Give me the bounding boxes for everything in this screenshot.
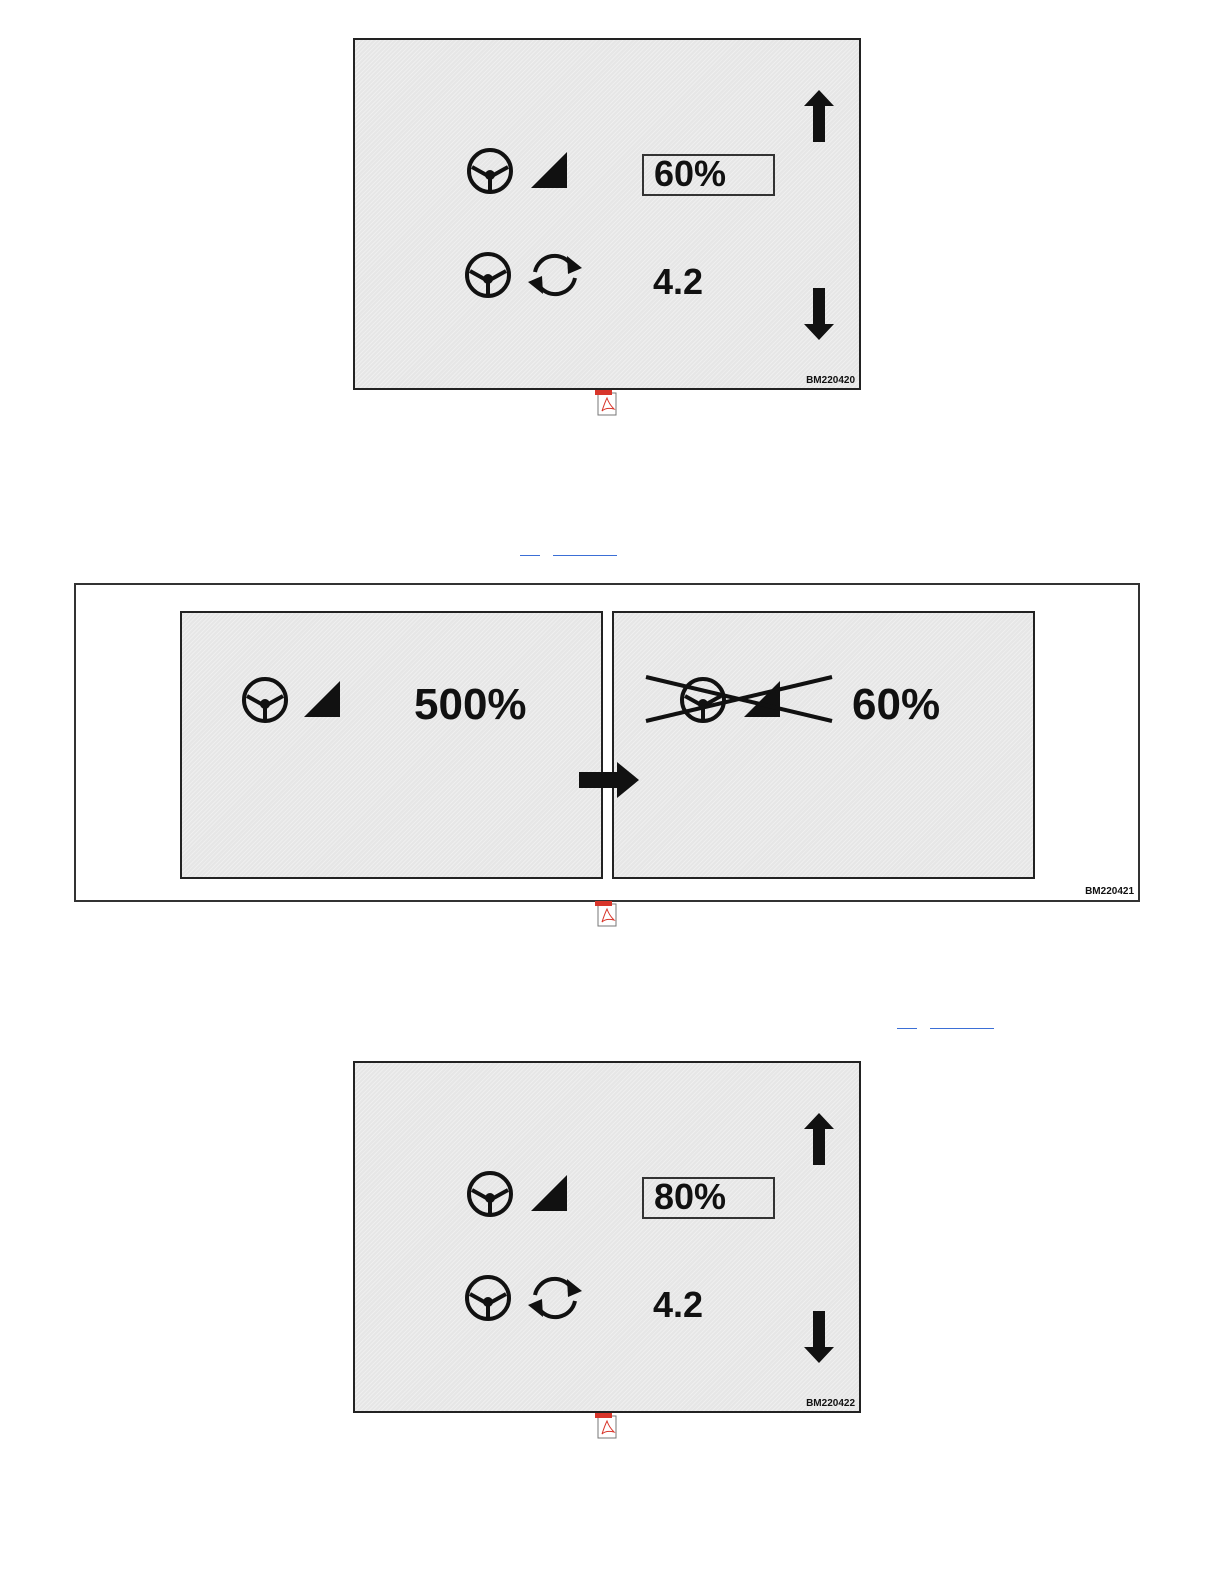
link-underline[interactable] xyxy=(930,1028,994,1029)
steering-wheel-icon xyxy=(240,675,290,725)
value-box-row1: 80% xyxy=(642,1177,775,1219)
pdf-icon[interactable] xyxy=(595,901,619,927)
cross-out-icon xyxy=(644,673,834,725)
link-underline[interactable] xyxy=(553,555,617,556)
arrow-up-icon xyxy=(803,90,835,142)
gradient-triangle-icon xyxy=(529,150,569,190)
before-value: 500% xyxy=(414,683,527,727)
row1-value: 60% xyxy=(654,153,726,194)
steering-wheel-icon xyxy=(463,250,513,300)
arrow-up-icon xyxy=(803,1113,835,1165)
arrow-down-icon xyxy=(803,288,835,340)
figure-code: BM220421 xyxy=(1085,886,1134,897)
steering-wheel-icon xyxy=(465,1169,515,1219)
after-value: 60% xyxy=(852,683,940,727)
display-screen-after: 60% xyxy=(612,611,1035,879)
pdf-icon[interactable] xyxy=(595,1413,619,1439)
row2-value: 4.2 xyxy=(653,1287,703,1323)
row2-value: 4.2 xyxy=(653,264,703,300)
rotation-arrows-icon xyxy=(525,250,585,300)
steering-wheel-icon xyxy=(465,146,515,196)
arrow-right-icon xyxy=(579,762,639,798)
figure-code: BM220422 xyxy=(806,1398,855,1409)
gradient-triangle-icon xyxy=(529,1173,569,1213)
display-screen-before: 500% xyxy=(180,611,603,879)
display-comparison-figure-2: 500% 60% BM220421 xyxy=(74,583,1140,902)
pdf-icon[interactable] xyxy=(595,390,619,416)
display-screen-figure-1: 60% 4.2 BM220420 xyxy=(353,38,861,390)
steering-wheel-icon xyxy=(463,1273,513,1323)
figure-code: BM220420 xyxy=(806,375,855,386)
link-underline[interactable] xyxy=(520,555,540,556)
link-underline[interactable] xyxy=(897,1028,917,1029)
value-box-row1: 60% xyxy=(642,154,775,196)
gradient-triangle-icon xyxy=(302,679,342,719)
rotation-arrows-icon xyxy=(525,1273,585,1323)
display-screen-figure-3: 80% 4.2 BM220422 xyxy=(353,1061,861,1413)
arrow-down-icon xyxy=(803,1311,835,1363)
row1-value: 80% xyxy=(654,1176,726,1217)
